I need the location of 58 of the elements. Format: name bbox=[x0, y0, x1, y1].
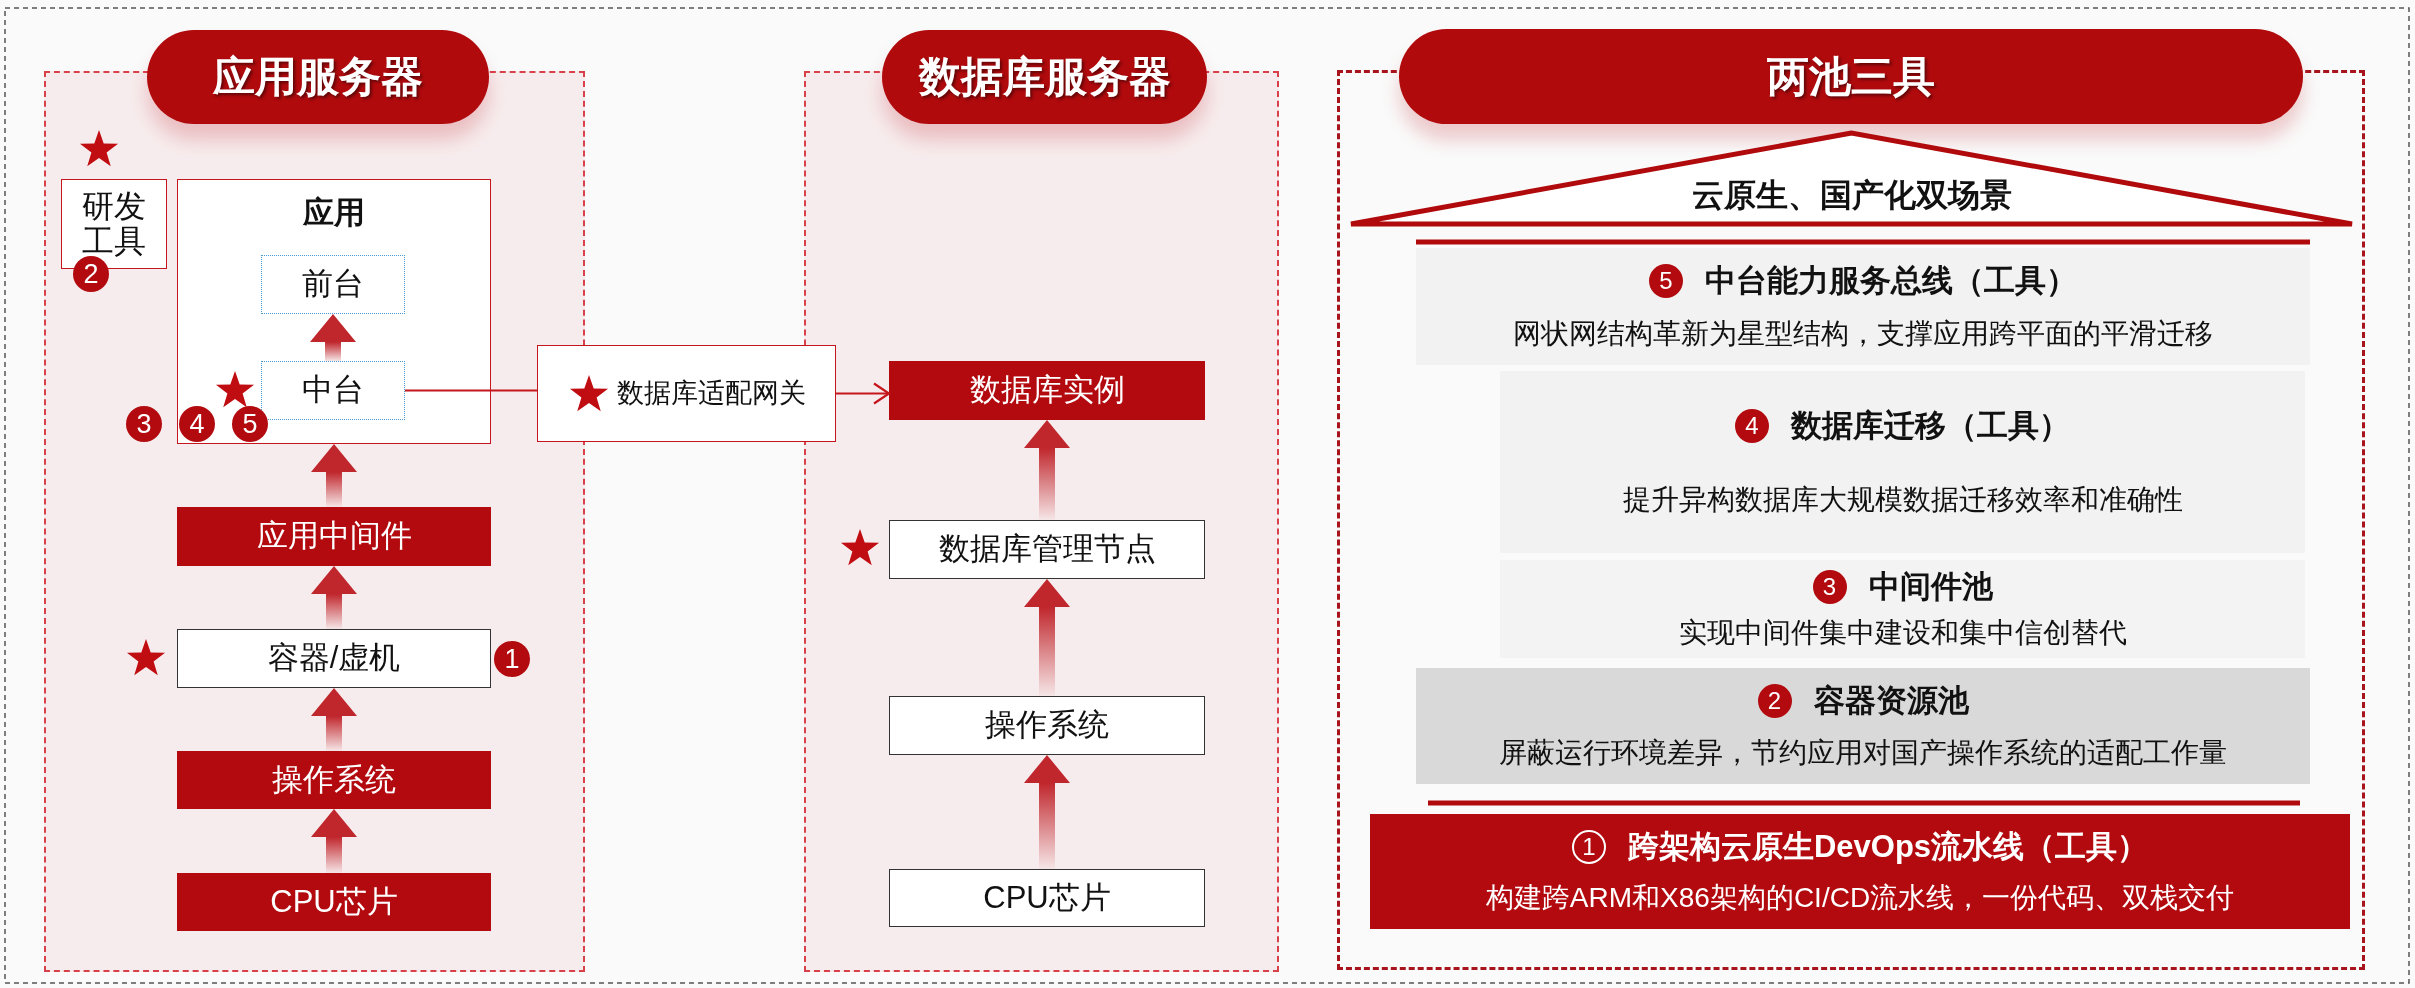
block-arrow bbox=[311, 566, 357, 629]
layer-bar bbox=[177, 873, 491, 931]
number-badge: 1 bbox=[1571, 829, 1606, 864]
block-arrow bbox=[310, 314, 356, 361]
box-heading: 应用 bbox=[303, 196, 365, 231]
box-label: 数据库实例 bbox=[969, 373, 1125, 408]
box-label: 数据库适配网关 bbox=[617, 378, 806, 409]
tool-title: 跨架构云原生DevOps流水线（工具） bbox=[1627, 827, 2149, 866]
block-arrow bbox=[1024, 755, 1070, 869]
tool-card bbox=[1416, 248, 2310, 365]
gateway-box bbox=[537, 345, 836, 442]
layer-box bbox=[889, 869, 1205, 927]
tool-title: 中台能力服务总线（工具） bbox=[1705, 262, 2077, 301]
tool-title: 数据库迁移（工具） bbox=[1791, 407, 2070, 445]
connector-line bbox=[405, 389, 537, 392]
block-arrow bbox=[311, 688, 357, 751]
box-label: CPU芯片 bbox=[270, 884, 398, 920]
tool-title: 中间件池 bbox=[1868, 568, 1993, 606]
module-box bbox=[260, 254, 405, 314]
tool-description: 构建跨ARM和X86架构的CI/CD流水线，一份代码、双栈交付 bbox=[1485, 881, 2235, 916]
box-label: 前台 bbox=[301, 266, 364, 302]
number-badge: 4 bbox=[1735, 409, 1769, 443]
section-heading: 数据库服务器 bbox=[882, 30, 1207, 124]
layer-bar bbox=[177, 751, 491, 809]
number-badge: 2 bbox=[1757, 684, 1792, 718]
box-label: 应用中间件 bbox=[256, 519, 412, 554]
layer-box bbox=[889, 520, 1205, 579]
block-arrow bbox=[1024, 420, 1070, 520]
scene-heading: 云原生、国产化双场景 bbox=[1691, 176, 2012, 215]
tool-description: 提升异构数据库大规模数据迁移效率和准确性 bbox=[1622, 483, 2183, 517]
layer-bar bbox=[889, 361, 1205, 420]
tool-card bbox=[1500, 560, 2305, 658]
block-arrow bbox=[311, 444, 357, 507]
box-label: 容器/虚机 bbox=[267, 641, 401, 676]
section-heading: 应用服务器 bbox=[147, 30, 489, 124]
layer-box bbox=[889, 696, 1205, 755]
tool-card bbox=[1500, 371, 2305, 553]
box-label: CPU芯片 bbox=[983, 880, 1111, 916]
layer-box bbox=[177, 629, 491, 688]
tool-description: 实现中间件集中建设和集中信创替代 bbox=[1678, 616, 2127, 650]
tool-card bbox=[1370, 814, 2350, 929]
tool-description: 网状网结构革新为星型结构，支撑应用跨平面的平滑迁移 bbox=[1513, 316, 2213, 351]
box-label: 操作系统 bbox=[272, 762, 396, 798]
box-label: 数据库管理节点 bbox=[938, 532, 1156, 567]
number-badge: 5 bbox=[1649, 264, 1683, 299]
roof-shape bbox=[1348, 130, 2355, 230]
section-heading: 两池三具 bbox=[1399, 29, 2303, 124]
tool-description: 屏蔽运行环境差异，节约应用对国产操作系统的适配工作量 bbox=[1499, 736, 2227, 770]
box-label: 操作系统 bbox=[985, 708, 1109, 743]
application-box bbox=[177, 179, 491, 444]
box-label: 中台 bbox=[301, 372, 364, 408]
tool-title: 容器资源池 bbox=[1813, 682, 1969, 720]
block-arrow bbox=[311, 809, 357, 873]
number-badge: 3 bbox=[1812, 570, 1847, 604]
tool-card bbox=[1416, 668, 2310, 784]
arrow bbox=[836, 382, 891, 405]
block-arrow bbox=[1024, 579, 1070, 696]
layer-bar bbox=[177, 507, 491, 566]
